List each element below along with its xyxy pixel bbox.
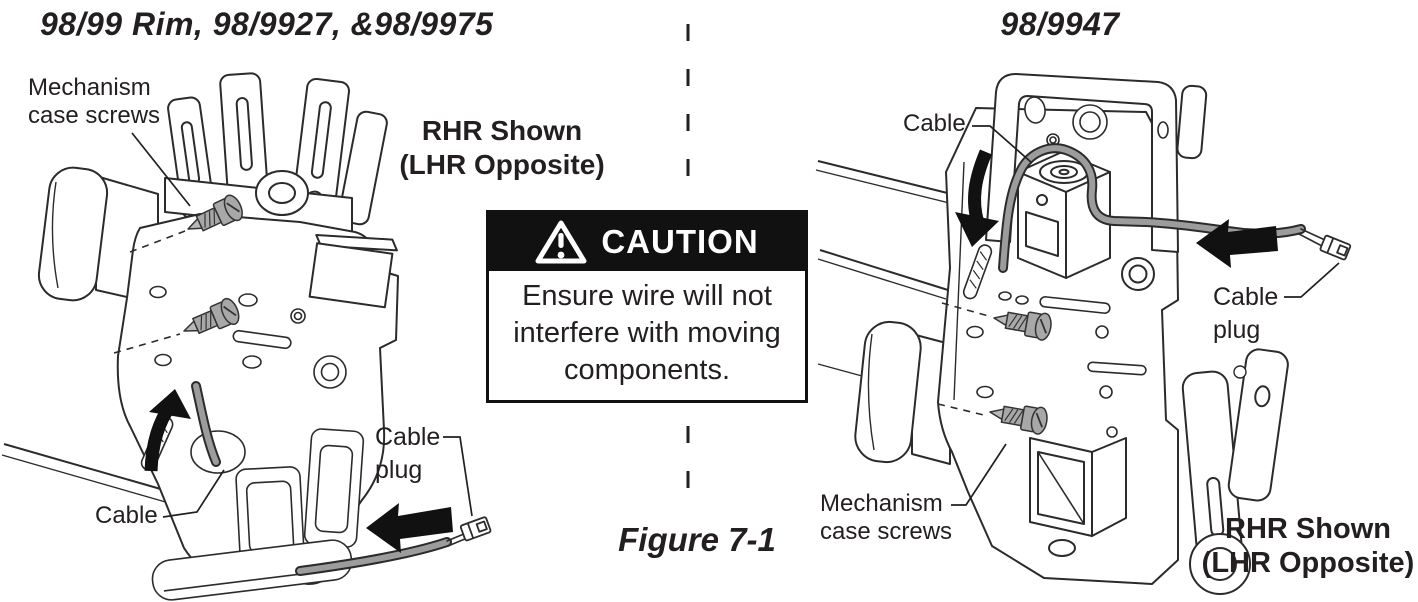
- caution-title: CAUTION: [601, 223, 759, 260]
- handing-note-right: RHR Shown (LHR Opposite): [1198, 512, 1418, 580]
- caution-box: CAUTION Ensure wire will not interfere w…: [486, 210, 808, 403]
- label-line: plug: [375, 456, 423, 484]
- label-line: Cable: [375, 423, 441, 451]
- warning-triangle-icon: [535, 220, 587, 264]
- left-mechanism-case: [116, 72, 399, 601]
- handing-note-line: RHR Shown: [1225, 513, 1391, 545]
- leader-mechanism-screws-right: [951, 443, 1007, 506]
- leader-cable-right: [972, 125, 1033, 164]
- handing-note-line: RHR Shown: [421, 115, 583, 146]
- label-line: Mechanism: [28, 74, 151, 101]
- right-insert-arrow: [1196, 219, 1278, 268]
- label-mechanism-case-screws-right: Mechanism case screws: [820, 490, 952, 546]
- right-mechanism-case: [937, 73, 1289, 595]
- right-down-arrow: [955, 149, 999, 247]
- right-cable-plug-connector: [1319, 234, 1352, 261]
- left-panel-title: 98/99 Rim, 98/9927, &98/9975: [40, 6, 494, 42]
- right-mechanism-screws: [937, 302, 1054, 437]
- label-cable-left: Cable: [95, 502, 158, 529]
- leader-cable-plug-left: [443, 436, 473, 517]
- label-line: case screws: [820, 518, 953, 545]
- right-panel-title: 98/9947: [1000, 6, 1120, 42]
- right-diagram-art: [815, 73, 1352, 595]
- leader-mechanism-screws-left: [131, 132, 191, 207]
- left-cable-plug-connector: [459, 516, 492, 542]
- handing-note-line: (LHR Opposite): [399, 149, 605, 180]
- left-cable-wire: [191, 381, 473, 576]
- left-mechanism-screws: [113, 191, 247, 354]
- label-mechanism-case-screws-left: Mechanism case screws: [28, 74, 160, 130]
- leader-cable-plug-right: [1284, 262, 1340, 298]
- label-leader-lines: [131, 125, 1340, 518]
- right-push-bar: [854, 320, 951, 465]
- figure-caption: Figure 7-1: [618, 521, 776, 558]
- left-diagram-art: [1, 72, 492, 601]
- label-line: Mechanism: [820, 490, 943, 517]
- left-up-arrow: [144, 389, 191, 472]
- left-door-rail-lines: [1, 443, 179, 506]
- leader-cable-left: [162, 469, 225, 518]
- label-cable-plug-right: Cable plug: [1213, 281, 1278, 347]
- label-cable-right: Cable: [903, 110, 966, 137]
- handing-note-line: (LHR Opposite): [1201, 547, 1415, 579]
- label-cable-plug-left: Cable plug: [375, 421, 440, 487]
- label-line: Cable: [1213, 283, 1279, 311]
- handing-note-left: RHR Shown (LHR Opposite): [388, 114, 616, 182]
- left-insert-arrow: [366, 503, 453, 553]
- caution-header: CAUTION: [489, 213, 805, 271]
- caution-body-text: Ensure wire will not interfere with movi…: [513, 280, 781, 386]
- label-line: plug: [1213, 316, 1261, 344]
- label-line: case screws: [28, 102, 161, 129]
